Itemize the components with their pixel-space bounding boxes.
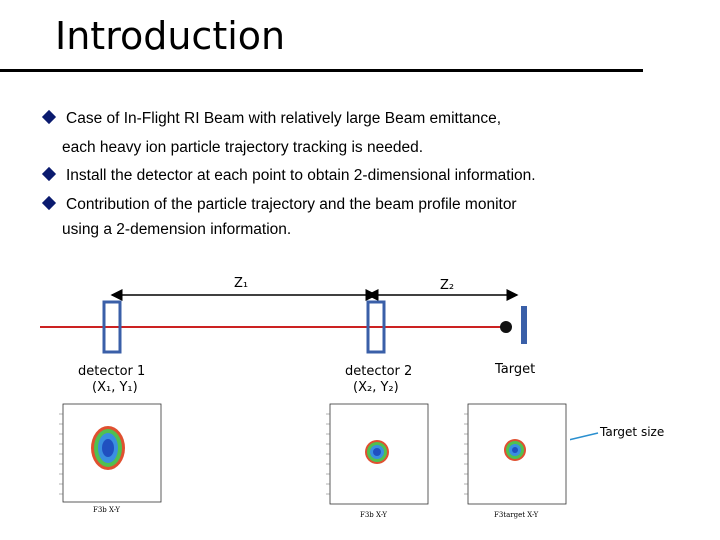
histogram-detector-1: F3b X-Y	[45, 400, 165, 515]
histogram-2-caption: F3b X-Y	[360, 511, 387, 519]
bullet-1-continuation: each heavy ion particle trajectory track…	[62, 139, 424, 156]
histogram-detector-2: F3b X-Y	[312, 400, 432, 520]
z1-label: Z₁	[234, 276, 249, 291]
target-label: Target	[495, 362, 536, 377]
title-underline	[0, 69, 643, 72]
detector-2-shape	[366, 300, 386, 354]
bullet-3-text: Contribution of the particle trajectory …	[66, 196, 517, 213]
page-title: Introduction	[55, 14, 286, 58]
bullet-3: Contribution of the particle trajectory …	[41, 195, 517, 214]
beam-point	[500, 321, 512, 333]
histogram-1-caption: F3b X-Y	[93, 506, 120, 514]
detector-1-label: detector 1	[78, 364, 146, 379]
detector-2-label: detector 2	[345, 364, 413, 379]
bullet-1: Case of In-Flight RI Beam with relativel…	[41, 109, 502, 128]
z2-label: Z₂	[440, 278, 455, 293]
detector-1-shape	[102, 300, 122, 354]
bullet-3-continuation: using a 2-demension information.	[62, 221, 292, 238]
bullet-1-text: Case of In-Flight RI Beam with relativel…	[66, 110, 502, 127]
bullet-2-text: Install the detector at each point to ob…	[66, 167, 536, 184]
target-shape	[521, 306, 527, 344]
histogram-3-caption: F3target X-Y	[494, 511, 539, 519]
target-size-label: Target size	[600, 425, 665, 439]
bullet-2: Install the detector at each point to ob…	[41, 166, 536, 185]
detector-1-coords: (X₁, Y₁)	[92, 380, 138, 395]
detector-2-coords: (X₂, Y₂)	[353, 380, 399, 395]
histogram-target: F3target X-Y	[450, 400, 570, 520]
